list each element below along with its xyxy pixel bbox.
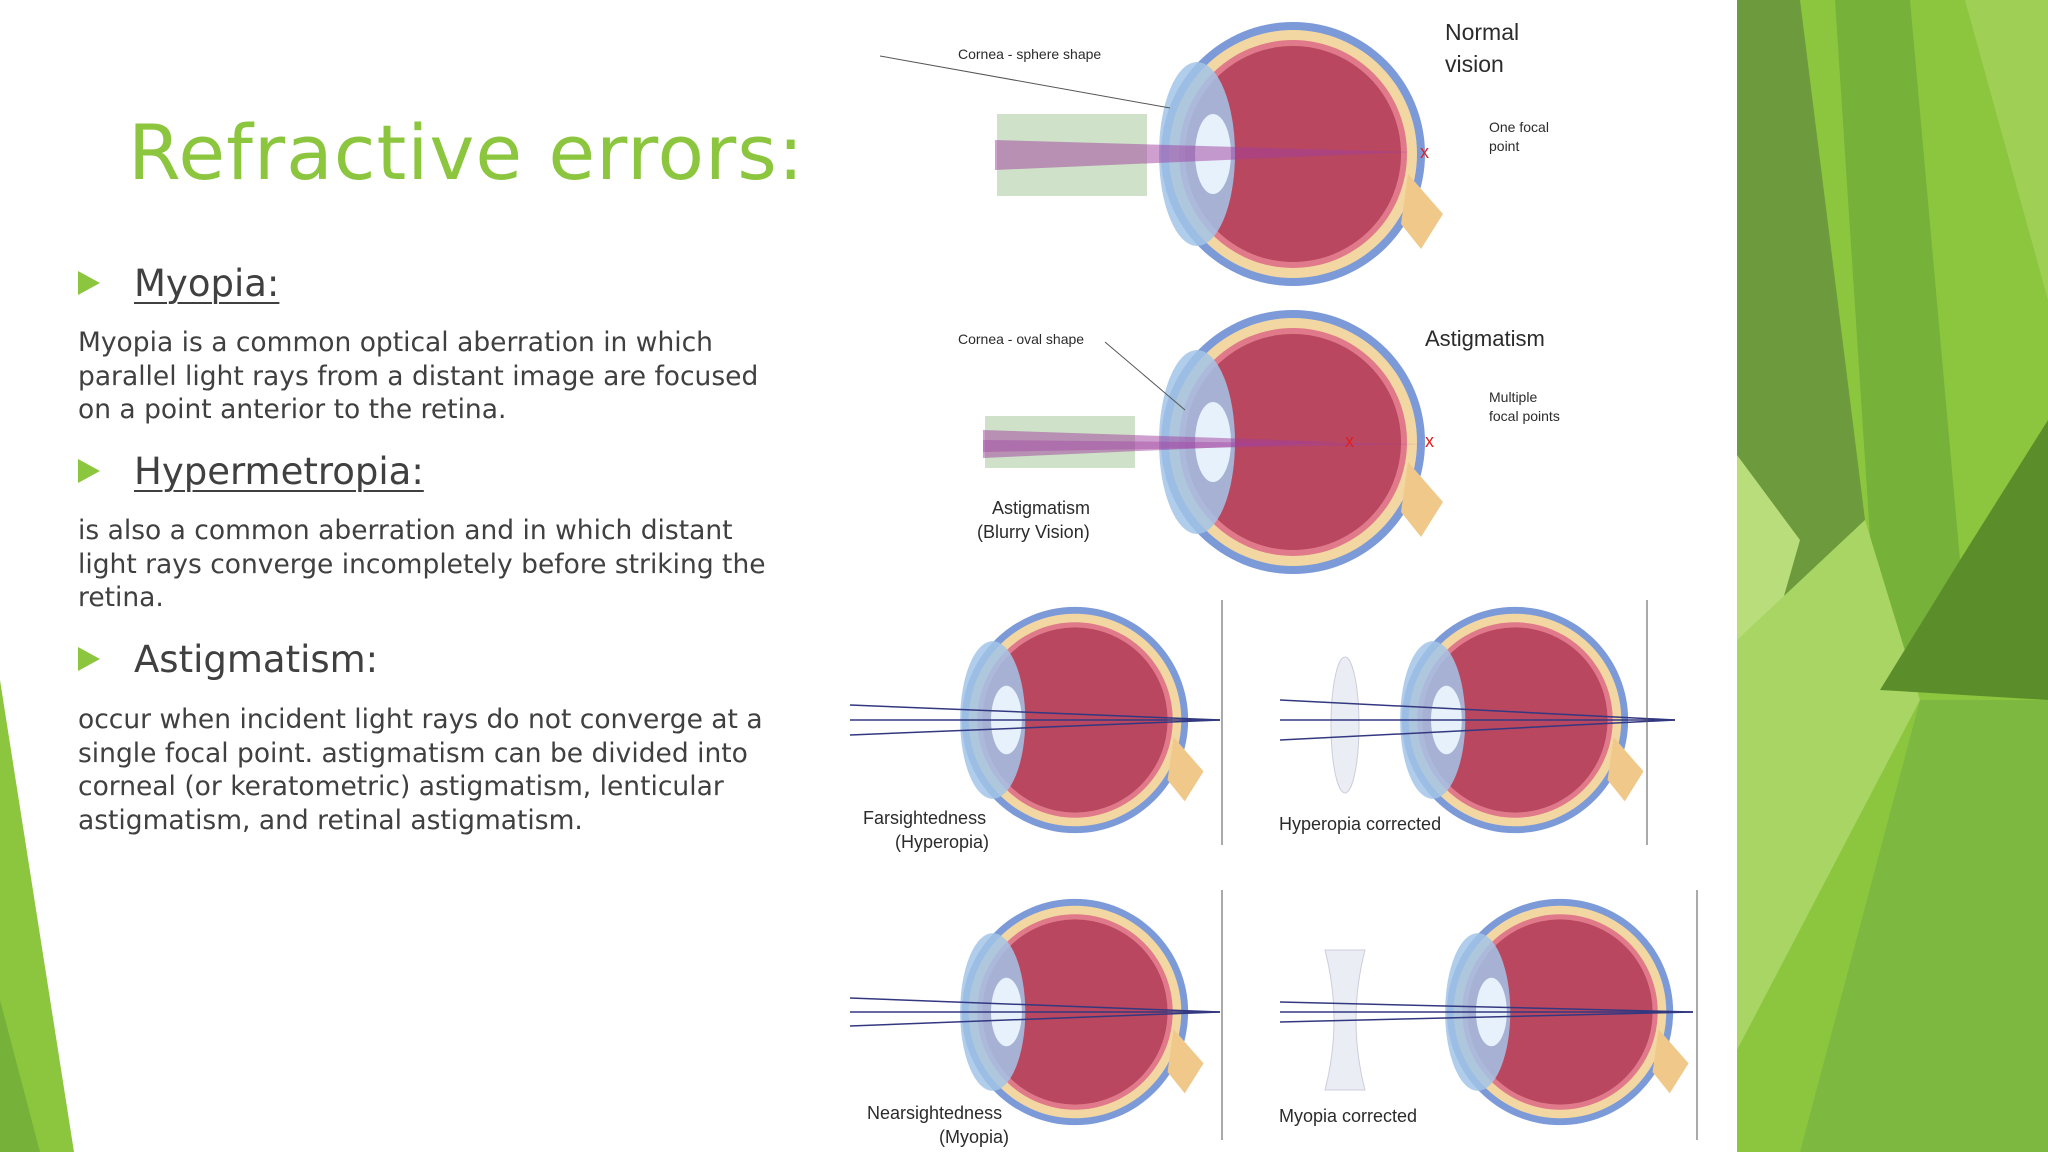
triangle-bullet-icon xyxy=(78,459,100,483)
multiple-focal-line1: Multiple xyxy=(1489,389,1537,405)
astigmatism-eye: x x xyxy=(983,310,1443,574)
farsightedness-caption-line2: (Hyperopia) xyxy=(895,832,989,852)
normal-vision-title-line2: vision xyxy=(1445,51,1504,77)
bullet-hypermetropia: Hypermetropia: xyxy=(78,446,424,496)
myopia-corrected-caption: Myopia corrected xyxy=(1279,1106,1417,1126)
slide-title: Refractive errors: xyxy=(128,108,805,197)
astigmatism-caption-line2: (Blurry Vision) xyxy=(977,522,1090,542)
multiple-focal-line2: focal points xyxy=(1489,408,1560,424)
normal-vision-eye: x xyxy=(879,22,1443,286)
paragraph-astigmatism: occur when incident light rays do not co… xyxy=(78,704,763,836)
astigmatism-caption-line1: Astigmatism xyxy=(992,498,1090,518)
heading-astigmatism: Astigmatism: xyxy=(134,637,379,681)
svg-text:x: x xyxy=(1345,431,1354,451)
myopia-corrected-eye xyxy=(1279,890,1698,1140)
cornea-oval-label: Cornea - oval shape xyxy=(958,331,1084,347)
nearsightedness-eye xyxy=(849,890,1223,1140)
eye-diagram-figure: x Cornea - sphere shape Normal vision On… xyxy=(849,19,1698,1147)
astigmatism-title: Astigmatism xyxy=(1425,326,1545,351)
bullet-astigmatism: Astigmatism: xyxy=(78,634,378,684)
svg-text:x: x xyxy=(1425,431,1434,451)
heading-hypermetropia: Hypermetropia: xyxy=(134,449,424,493)
svg-text:x: x xyxy=(1420,142,1429,162)
farsightedness-caption-line1: Farsightedness xyxy=(863,808,986,828)
triangle-bullet-icon xyxy=(78,647,100,671)
nearsightedness-caption-line2: (Myopia) xyxy=(939,1127,1009,1147)
heading-myopia: Myopia: xyxy=(134,261,280,305)
farsightedness-eye xyxy=(849,600,1223,845)
cornea-sphere-label: Cornea - sphere shape xyxy=(958,46,1101,62)
hyperopia-corrected-eye xyxy=(1279,600,1676,845)
triangle-bullet-icon xyxy=(78,271,100,295)
paragraph-hypermetropia: is also a common aberration and in which… xyxy=(78,515,766,613)
bullet-myopia: Myopia: xyxy=(78,258,279,308)
nearsightedness-caption-line1: Nearsightedness xyxy=(867,1103,1002,1123)
normal-vision-title-line1: Normal xyxy=(1445,19,1519,45)
paragraph-myopia: Myopia is a common optical aberration in… xyxy=(78,327,759,425)
one-focal-line1: One focal xyxy=(1489,119,1549,135)
hyperopia-corrected-caption: Hyperopia corrected xyxy=(1279,814,1441,834)
one-focal-line2: point xyxy=(1489,138,1519,154)
